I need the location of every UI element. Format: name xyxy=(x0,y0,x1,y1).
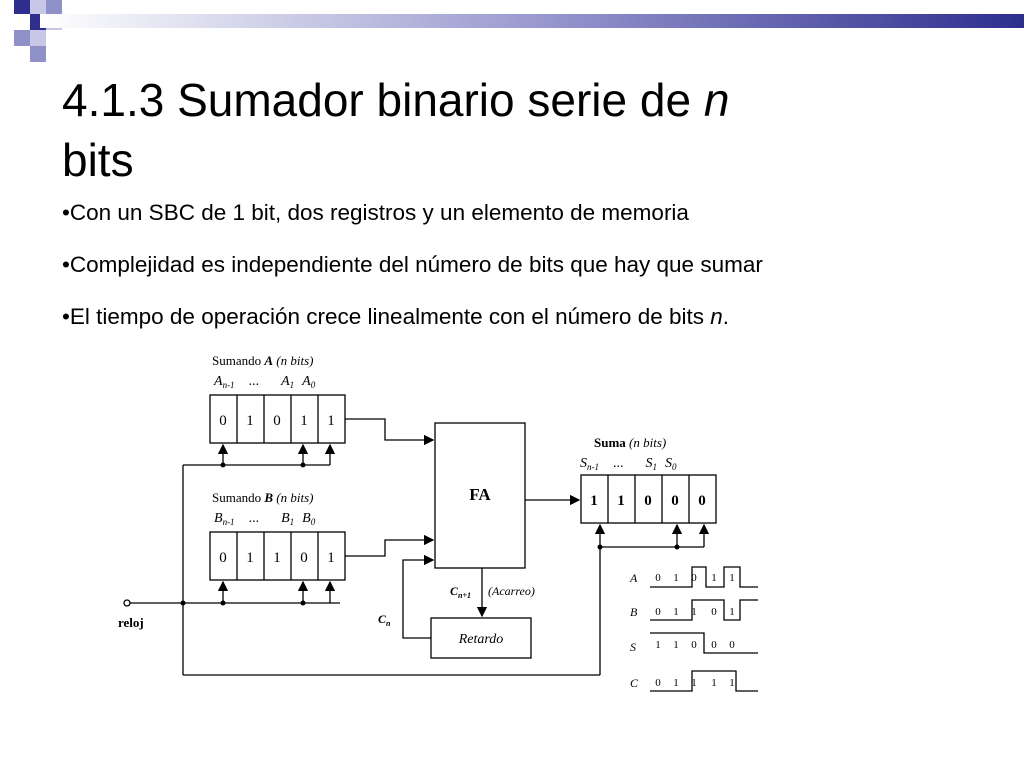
bullet-item: •Con un SBC de 1 bit, dos registros y un… xyxy=(62,200,689,225)
timing-value: 1 xyxy=(691,677,697,689)
timing-label-a: A xyxy=(629,571,638,585)
full-adder-label: FA xyxy=(469,485,491,504)
timing-value: 1 xyxy=(729,606,735,618)
register-b-bit: 0 xyxy=(300,550,308,566)
timing-value: 1 xyxy=(655,639,661,651)
timing-value: 1 xyxy=(729,572,735,584)
timing-value: 0 xyxy=(691,639,697,651)
register-sum-bit: 1 xyxy=(590,493,598,509)
bullet-item: •Complejidad es independiente del número… xyxy=(62,252,763,277)
timing-value: 0 xyxy=(711,606,717,618)
carry-note: (Acarreo) xyxy=(488,584,535,598)
register-b-bit: 1 xyxy=(246,550,254,566)
timing-label-b: B xyxy=(630,605,638,619)
register-a-bit: 1 xyxy=(246,413,254,429)
timing-value: 1 xyxy=(711,572,717,584)
register-b-caption: Sumando B (n bits) xyxy=(212,490,314,505)
register-a-bit: 0 xyxy=(273,413,281,429)
timing-value: 0 xyxy=(655,677,661,689)
timing-value: 1 xyxy=(729,677,735,689)
timing-label-s: S xyxy=(630,640,636,654)
register-sum xyxy=(580,474,717,524)
timing-value: 1 xyxy=(673,572,679,584)
top-gradient-bar xyxy=(40,14,1024,28)
bullet-list: •Con un SBC de 1 bit, dos registros y un… xyxy=(62,198,1012,354)
register-sum-bit: 0 xyxy=(698,493,706,509)
register-a-bit: 1 xyxy=(327,413,335,429)
timing-value: 1 xyxy=(711,677,717,689)
timing-value: 0 xyxy=(655,572,661,584)
register-sum-bit: 0 xyxy=(671,493,679,509)
timing-label-c: C xyxy=(630,676,639,690)
register-b-bit: 1 xyxy=(327,550,335,566)
carry-out-label: Cn+1 xyxy=(450,584,471,600)
full-adder-box xyxy=(434,422,526,569)
register-a-caption: Sumando A (n bits) xyxy=(212,353,314,368)
timing-value: 1 xyxy=(673,606,679,618)
timing-value: 0 xyxy=(711,639,717,651)
bullet-item: •El tiempo de operación crece linealment… xyxy=(62,304,730,329)
timing-value: 1 xyxy=(673,639,679,651)
register-a-bit: 1 xyxy=(300,413,308,429)
register-b-bit: 1 xyxy=(273,550,281,566)
carry-in-label: Cn xyxy=(378,612,391,628)
timing-value: 1 xyxy=(691,606,697,618)
register-a-bit: 0 xyxy=(219,413,227,429)
register-sum-caption: Suma (n bits) xyxy=(594,435,666,450)
delay-label: Retardo xyxy=(458,632,504,647)
timing-value: 1 xyxy=(673,677,679,689)
corner-decoration xyxy=(14,0,62,62)
register-sum-bit: 1 xyxy=(617,493,625,509)
timing-value: 0 xyxy=(691,572,697,584)
register-b-bit: 0 xyxy=(219,550,227,566)
clock-label: reloj xyxy=(118,615,144,630)
timing-value: 0 xyxy=(729,639,735,651)
register-sum-bit: 0 xyxy=(644,493,652,509)
timing-value: 0 xyxy=(655,606,661,618)
